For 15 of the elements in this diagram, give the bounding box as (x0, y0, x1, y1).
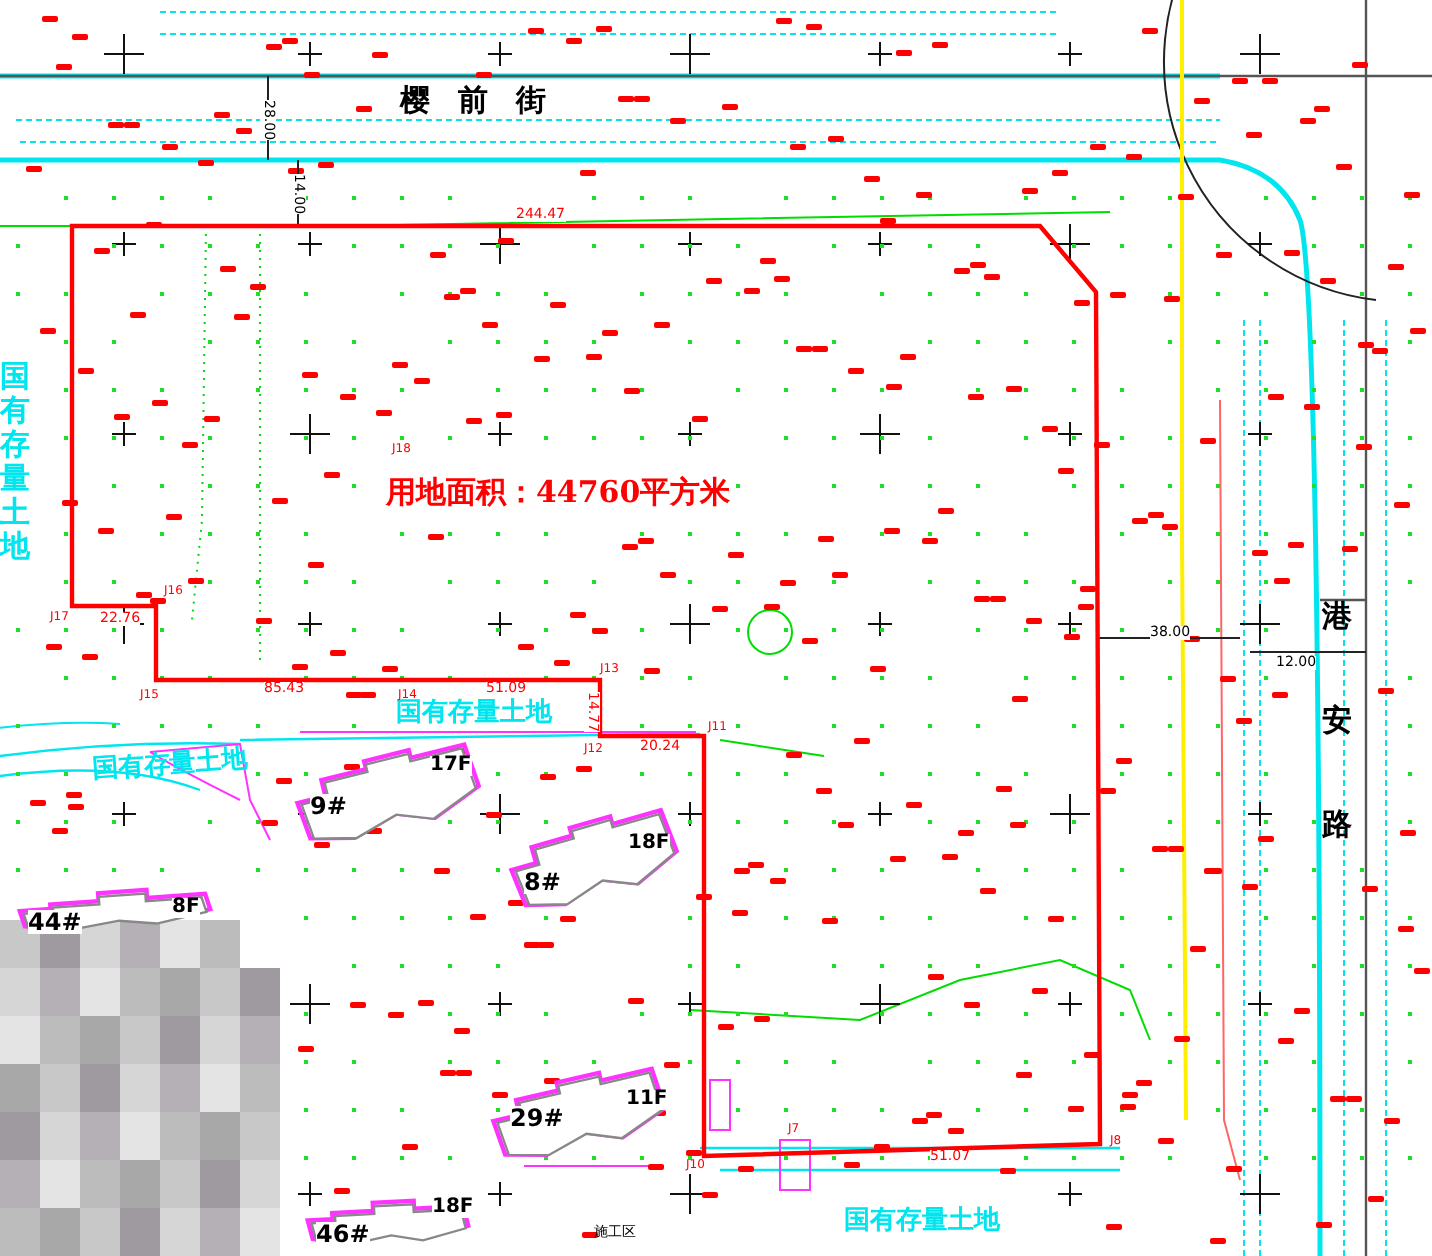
area-label: 用地面积：44760平方米 (386, 478, 731, 508)
land-label: 国有存量土地 (396, 700, 552, 726)
building-number: 44# (28, 910, 82, 934)
floor-count: 18F (628, 834, 670, 854)
building-number: 9# (310, 794, 347, 818)
building-number: 46# (316, 1222, 370, 1246)
floor-count: 11F (626, 1090, 668, 1110)
land-label: 国有存量土地 (844, 1208, 1000, 1234)
floor-count: 18F (432, 1198, 474, 1218)
floor-count: 8F (172, 898, 200, 918)
road-name: 港安路 (1322, 596, 1354, 846)
building-number: 29# (510, 1106, 564, 1130)
building-number: 8# (524, 870, 561, 894)
road-name: 樱前街 (400, 86, 574, 116)
floor-count: 17F (430, 756, 472, 776)
